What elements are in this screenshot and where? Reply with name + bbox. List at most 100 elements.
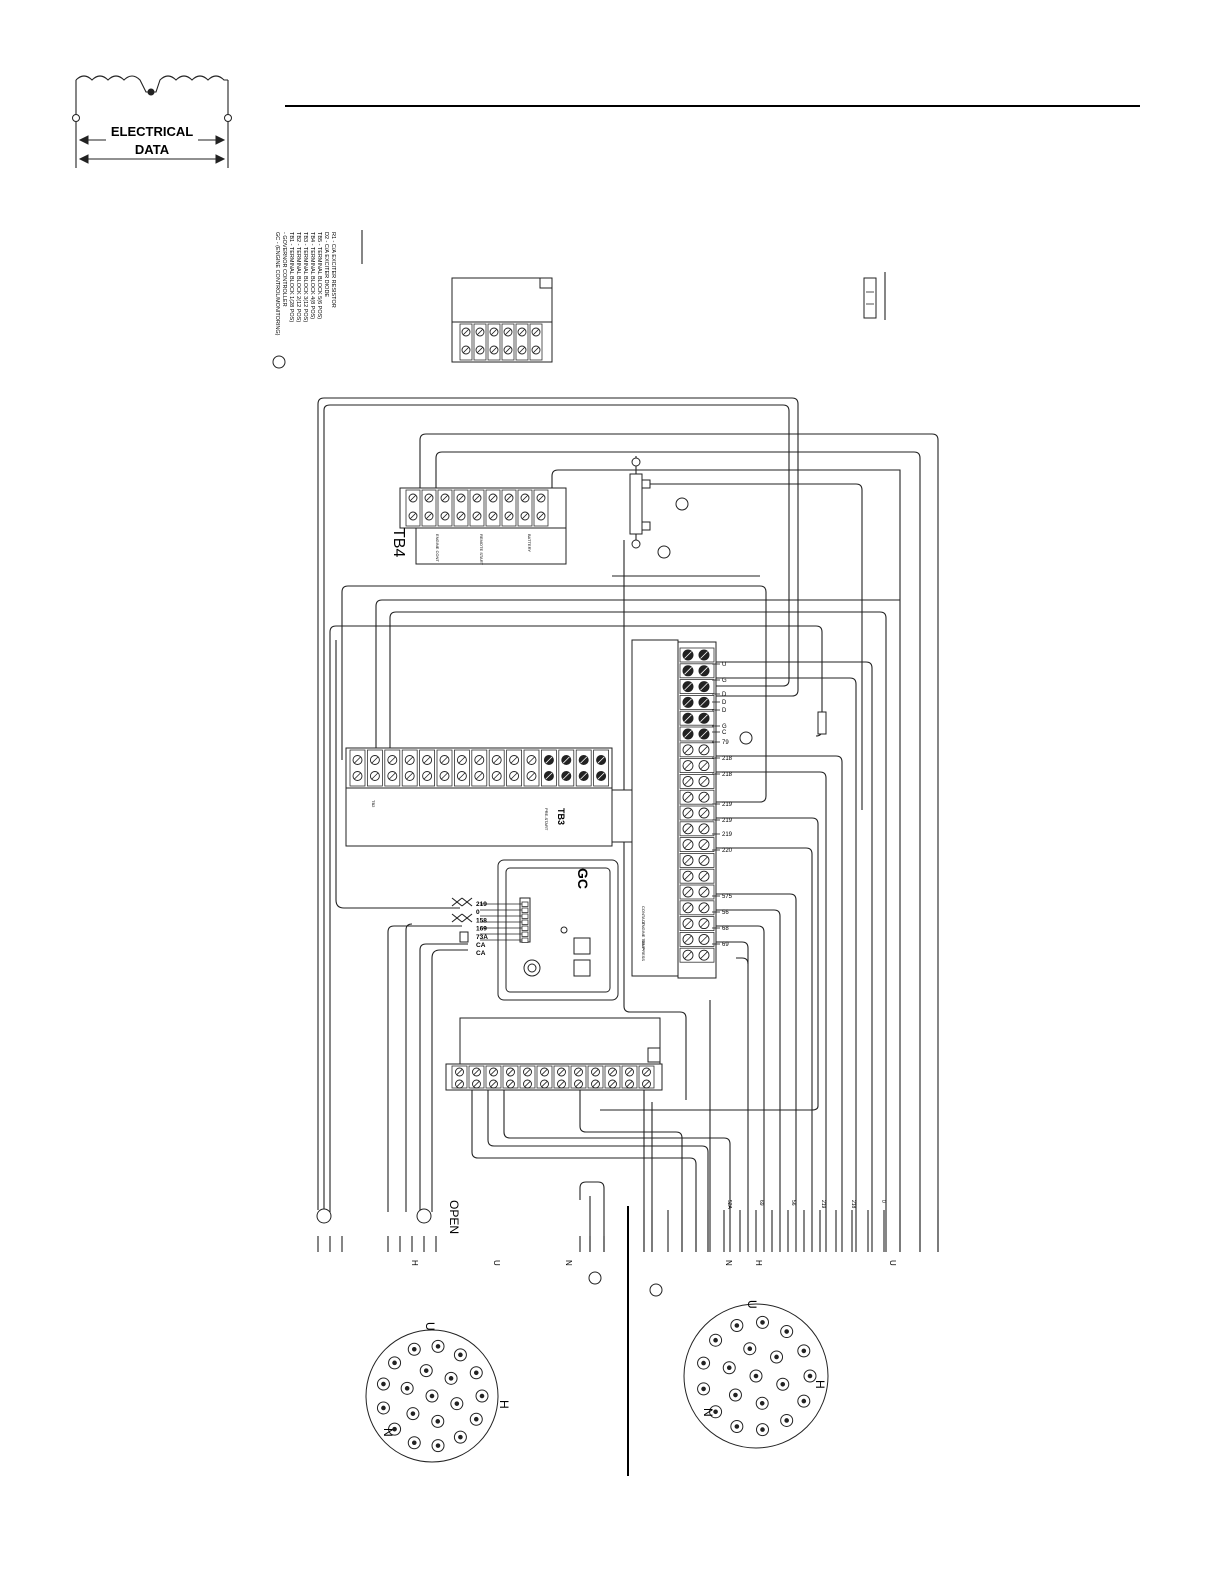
screw-slot <box>700 888 708 896</box>
connector-pin-center <box>454 1401 460 1406</box>
terminal-block-tb4: TB4 ENGINE CONT REMOTE START BATTERY <box>390 487 567 566</box>
wire-letter: N <box>724 1260 733 1266</box>
screw-slot <box>700 714 708 722</box>
screw-slot <box>558 1068 565 1076</box>
screw-slot <box>505 512 513 520</box>
connector-pin-center <box>713 1409 718 1415</box>
screw-slot <box>700 793 708 801</box>
electrical-data-badge: ELECTRICAL DATA <box>72 75 232 168</box>
screw-slot <box>684 825 692 833</box>
screw-slot <box>700 856 708 865</box>
screw-slot <box>528 772 535 780</box>
connector-pin-label: U <box>423 1322 437 1331</box>
gc-label: GC <box>575 868 591 889</box>
screw-slot <box>425 494 433 502</box>
connector-pin-center <box>801 1398 807 1404</box>
connector-pin-center <box>381 1405 386 1411</box>
gc-wire-number: 169 <box>476 926 487 933</box>
connector-pin-center <box>713 1337 718 1343</box>
gc-wire-number: 219 <box>476 901 487 908</box>
screw-slot <box>537 512 545 520</box>
screw-slot <box>700 872 708 880</box>
wire-number: 219 <box>820 1200 826 1209</box>
tb2-small-text: TB2 <box>371 800 376 808</box>
screw-slot <box>458 756 466 764</box>
connector-right: U H N <box>683 1300 829 1449</box>
connector-pin-center <box>760 1427 765 1432</box>
connector-pin-center <box>753 1373 759 1379</box>
tb1-wire-label: 56 <box>722 910 729 916</box>
tb4-small-text: BATTERY <box>527 534 532 552</box>
screw-slot <box>700 682 708 691</box>
screw-slot <box>684 888 692 896</box>
connector-pin-center <box>410 1411 416 1416</box>
screw-slot <box>406 756 414 764</box>
screw-slot <box>537 494 545 502</box>
screw-slot <box>545 756 553 764</box>
tb1-wire-label: 68 <box>722 926 729 932</box>
screw-slot <box>490 346 498 354</box>
tb1-wire-label: 219 <box>722 832 733 838</box>
tb1-side-text: CONTACT <box>641 906 646 926</box>
screw-slot <box>489 512 497 520</box>
screw-slot <box>684 777 692 786</box>
gc-pin <box>521 907 529 913</box>
screw-slot <box>700 919 708 928</box>
wire-number: 218 <box>850 1200 856 1209</box>
connector-pin-label: H <box>813 1380 827 1389</box>
connector-pin-center <box>429 1393 435 1399</box>
tb1-wire-label: D <box>722 692 727 698</box>
wire-number: 56 <box>790 1200 796 1206</box>
screw-slot <box>473 494 481 502</box>
legend-entry: GC - (ENGINE CONTROL/MONITORING) <box>274 232 280 336</box>
terminal-block-tb5 <box>451 277 553 363</box>
screw-slot <box>510 772 518 780</box>
tb1-wire-label: 220 <box>722 848 733 854</box>
screw-slot <box>545 772 553 780</box>
tb1-wire-label: D <box>722 708 727 714</box>
connector-pin-center <box>435 1419 441 1424</box>
connector-pin-label: N <box>701 1408 715 1417</box>
screw-slot <box>490 328 498 336</box>
tb1-wire-label: 218 <box>722 772 733 778</box>
screw-slot <box>473 1080 480 1088</box>
connector-pin-center <box>392 1360 397 1366</box>
screw-slot <box>700 746 708 754</box>
screw-slot <box>684 793 692 801</box>
screw-slot <box>510 756 518 764</box>
screw-slot <box>684 809 692 817</box>
wire-letter: H <box>754 1260 763 1266</box>
screw-slot <box>558 1080 565 1088</box>
gc-pin <box>521 931 529 937</box>
screw-slot <box>684 856 692 865</box>
legend-entry: - GOVERNOR CONTROLLER <box>281 232 287 307</box>
screw-slot <box>562 756 570 764</box>
connector-pin-center <box>435 1344 441 1349</box>
screw-slot <box>518 328 526 336</box>
legend-entry: TB3 - TERMINAL BLOCK 3(12 POS) <box>302 232 308 322</box>
screw-slot <box>575 1068 582 1076</box>
screw-slot <box>423 772 431 780</box>
legend-entry: D2 - C/A EXCITER DIODE <box>323 232 329 297</box>
gc-pin <box>521 925 529 931</box>
connector-left: U H N <box>365 1322 511 1463</box>
connector-pin-center <box>726 1365 732 1371</box>
badge-title: ELECTRICAL <box>111 124 193 139</box>
connector-pin-center <box>759 1401 765 1406</box>
gc-pin <box>521 913 529 919</box>
screw-slot <box>507 1068 514 1076</box>
legend-entry: TB1 - TERMINAL BLOCK 1(28 POS) <box>288 232 294 322</box>
tb1-wire-label: G <box>722 678 727 684</box>
screw-slot <box>700 951 708 959</box>
screw-slot <box>473 512 481 520</box>
tb4-small-text: REMOTE START <box>479 534 484 566</box>
screw-slot <box>700 667 708 675</box>
tb3-small-text: PRE-START <box>544 808 549 831</box>
screw-slot <box>490 1080 497 1088</box>
connector-pin-center <box>411 1346 417 1352</box>
screw-slot <box>684 651 692 659</box>
connector-pin-label: U <box>745 1300 759 1309</box>
connector-pin-center <box>473 1416 479 1422</box>
screw-slot <box>456 1068 463 1076</box>
